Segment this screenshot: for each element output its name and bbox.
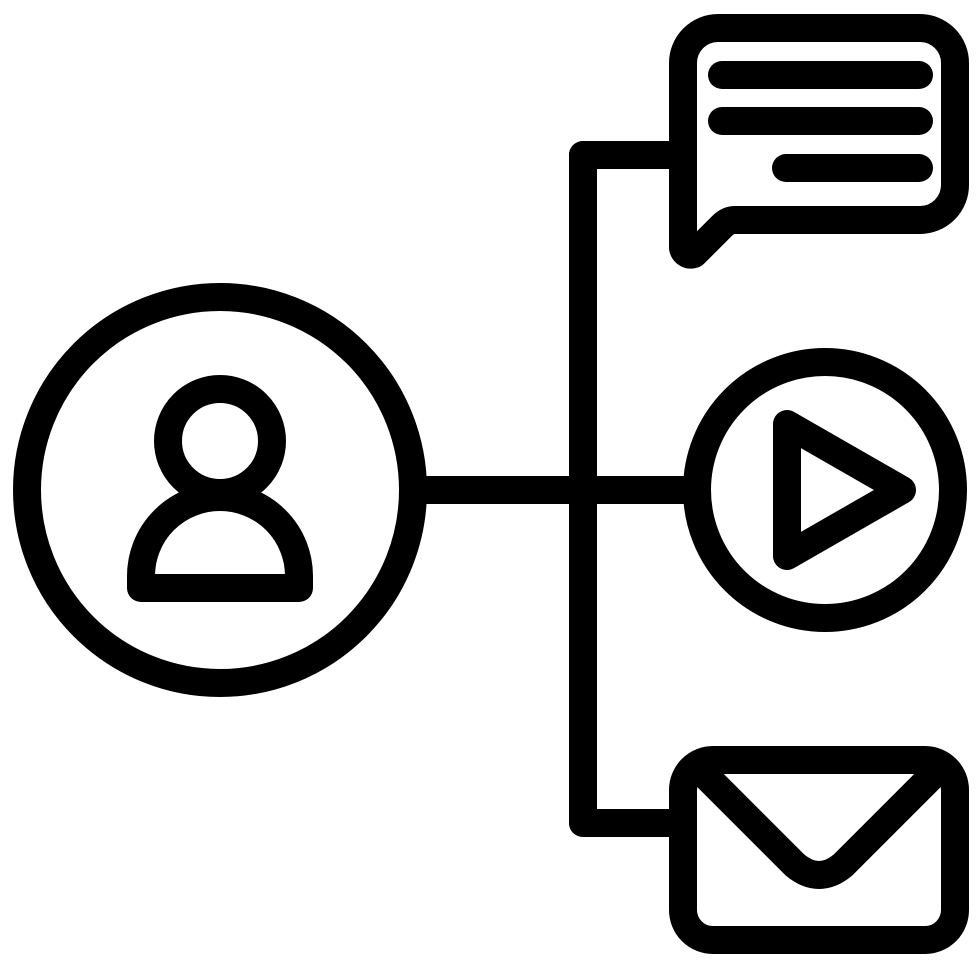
envelope-icon (669, 746, 969, 954)
play-triangle (773, 410, 916, 570)
envelope-flap (686, 756, 952, 889)
connector-lines (399, 141, 711, 837)
chat-bubble-outline (669, 14, 969, 269)
user-head (154, 375, 286, 507)
user-avatar-icon (13, 283, 427, 697)
user-avatar-circle (13, 283, 427, 697)
user-body (127, 483, 313, 602)
play-button-icon (683, 348, 967, 632)
play-button-circle (683, 348, 967, 632)
envelope-body (669, 746, 969, 954)
chat-bubble-icon (669, 14, 969, 269)
